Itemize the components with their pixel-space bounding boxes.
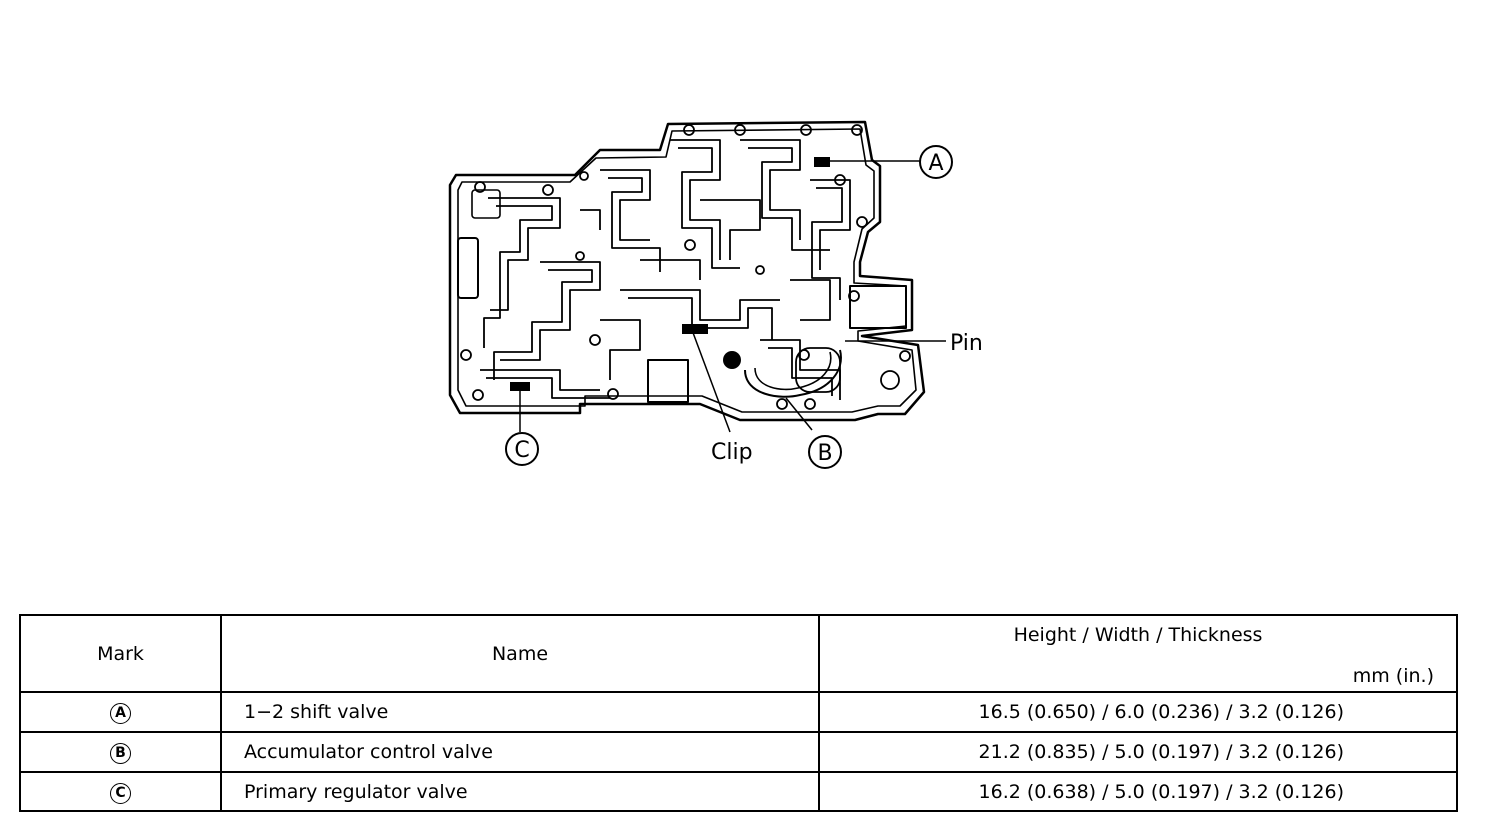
valve-body-diagram: A Pin Clip B C bbox=[448, 120, 983, 469]
mark-c-valve bbox=[510, 382, 530, 391]
valve-spring-spec-table: Mark Name Height / Width / Thickness mm … bbox=[19, 614, 1458, 812]
callout-a: A bbox=[919, 145, 953, 179]
leader-lines bbox=[519, 160, 946, 433]
pin-label: Pin bbox=[950, 331, 983, 356]
header-unit: mm (in.) bbox=[1352, 665, 1434, 687]
dimensions-cell: 16.5 (0.650) / 6.0 (0.236) / 3.2 (0.126) bbox=[818, 691, 1458, 733]
callout-b-letter: B bbox=[817, 441, 832, 466]
callout-c-letter: C bbox=[514, 438, 529, 463]
table-row: C Primary regulator valve 16.2 (0.638) /… bbox=[19, 771, 1458, 812]
name-cell: Primary regulator valve bbox=[220, 771, 820, 812]
table-row: A 1−2 shift valve 16.5 (0.650) / 6.0 (0.… bbox=[19, 691, 1458, 733]
dimensions-cell: 21.2 (0.835) / 5.0 (0.197) / 3.2 (0.126) bbox=[818, 731, 1458, 773]
header-mark: Mark bbox=[19, 614, 222, 693]
name-cell: 1−2 shift valve bbox=[220, 691, 820, 733]
header-dimensions-cell: Height / Width / Thickness mm (in.) bbox=[818, 614, 1458, 693]
mark-a-valve bbox=[814, 157, 830, 167]
header-name: Name bbox=[220, 614, 820, 693]
mark-b-badge: B bbox=[110, 743, 131, 764]
mark-c-badge: C bbox=[110, 782, 131, 804]
callout-c: C bbox=[505, 432, 539, 466]
check-ball-marks bbox=[510, 157, 830, 391]
pin-check-ball bbox=[723, 351, 741, 369]
header-dimensions: Height / Width / Thickness bbox=[1013, 624, 1263, 646]
table-row: B Accumulator control valve 21.2 (0.835)… bbox=[19, 731, 1458, 773]
callout-a-letter: A bbox=[928, 151, 943, 176]
clip-label: Clip bbox=[711, 440, 753, 465]
clip-marker bbox=[682, 324, 708, 334]
table-header-row: Mark Name Height / Width / Thickness mm … bbox=[19, 614, 1458, 693]
mark-cell: B bbox=[19, 731, 222, 773]
callout-b: B bbox=[808, 435, 842, 469]
valve-body-plate bbox=[448, 120, 926, 422]
mark-cell: A bbox=[19, 691, 222, 733]
mark-a-badge: A bbox=[110, 703, 131, 724]
dimensions-cell: 16.2 (0.638) / 5.0 (0.197) / 3.2 (0.126) bbox=[818, 771, 1458, 812]
mark-cell: C bbox=[19, 771, 222, 812]
name-cell: Accumulator control valve bbox=[220, 731, 820, 773]
